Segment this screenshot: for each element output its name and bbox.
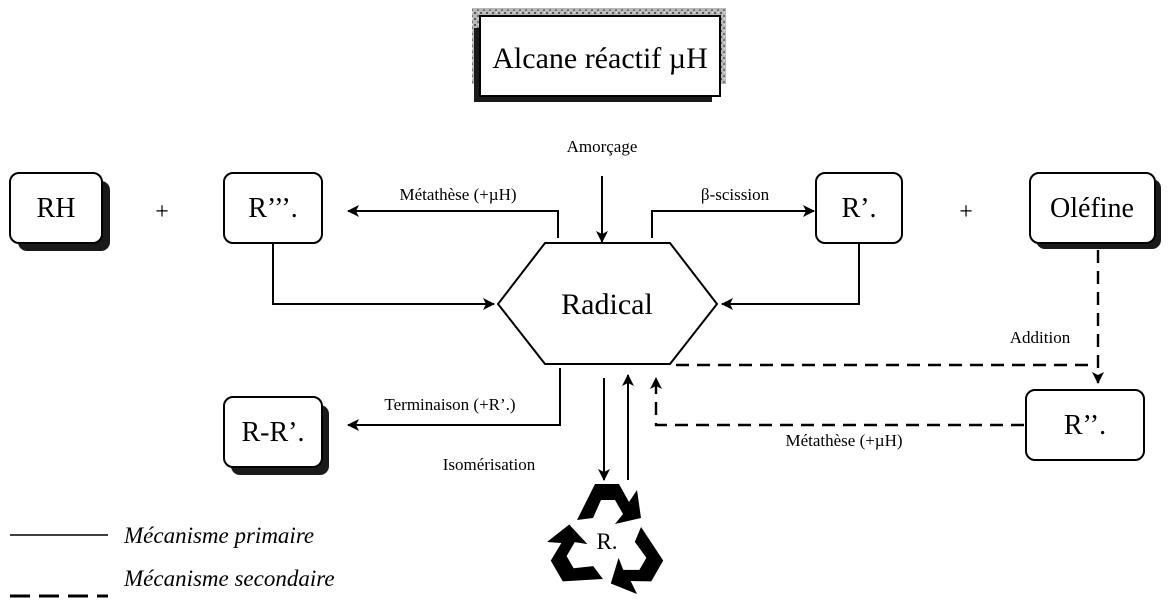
arrow-terminaison [347, 368, 561, 431]
node-r-iso-label: R. [596, 529, 617, 554]
plus-sign-right: + [959, 199, 973, 225]
edge-label-addition: Addition [1010, 328, 1071, 347]
edge-label-terminaison: Terminaison (+R’.) [384, 395, 515, 414]
node-r-prime-label: R’. [842, 193, 877, 224]
recycle-arrow-right [610, 527, 664, 594]
radical-hexagon [496, 242, 719, 365]
edge-label-metathese-bottom: Métathèse (+µH) [785, 431, 902, 450]
node-alcane: Alcane réactif µH [472, 8, 726, 102]
legend-primary-label: Mécanisme primaire [123, 523, 314, 548]
recycle-arrow-left [546, 524, 603, 582]
node-r-r-prime: R-R’. [223, 396, 329, 475]
node-radical-label: Radical [561, 288, 653, 321]
recycle-arrow-top [577, 484, 641, 524]
legend-secondary-label: Mécanisme secondaire [123, 566, 335, 591]
plus-sign-left: + [155, 199, 169, 225]
node-r-triple-prime-label: R’’’. [248, 193, 298, 224]
node-r-double-prime-label: R’’. [1064, 410, 1106, 441]
legend: Mécanisme primaire Mécanisme secondaire [10, 523, 335, 598]
edge-label-isomerisation: Isomérisation [443, 455, 536, 474]
node-r-r-prime-label: R-R’. [242, 417, 305, 448]
node-alcane-box [479, 15, 721, 97]
node-olefine: Oléfine [1029, 172, 1161, 249]
arrow-metathese-bottom [650, 377, 1024, 427]
node-radical: Radical [496, 242, 719, 365]
node-rh: RH [9, 172, 110, 251]
node-r-prime: R’. [815, 172, 903, 244]
edge-label-amorcage: Amorçage [567, 137, 638, 156]
edge-label-beta-scission: β-scission [701, 185, 770, 204]
node-rh-label: RH [37, 193, 76, 224]
arrow-r-prime-to-radical [721, 243, 860, 310]
node-olefine-label: Oléfine [1050, 193, 1134, 224]
arrow-r-triple-to-radical [272, 243, 495, 310]
recycle-icon: R. [546, 484, 664, 594]
node-alcane-label: Alcane réactif µH [492, 42, 708, 75]
node-r-double-prime: R’’. [1025, 389, 1145, 461]
node-r-triple-prime: R’’’. [223, 172, 323, 244]
arrow-metathese-top [347, 205, 559, 238]
edge-label-metathese-top: Métathèse (+µH) [399, 185, 516, 204]
arrow-beta-scission [651, 205, 815, 238]
